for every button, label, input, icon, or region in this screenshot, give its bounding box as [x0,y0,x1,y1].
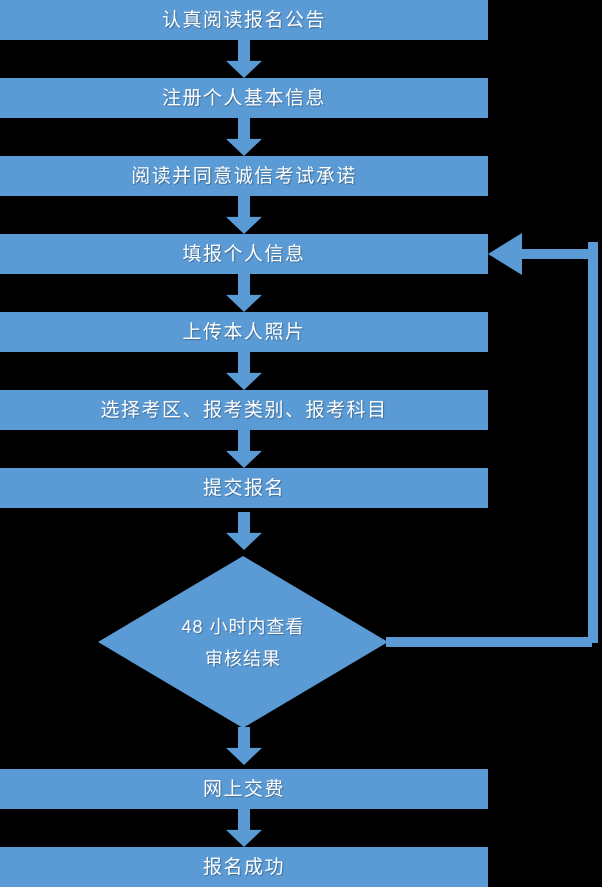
flow-node-submit-application[interactable]: 提交报名 [0,468,488,508]
flow-node-label: 认真阅读报名公告 [161,9,326,31]
arrow-down-icon-7 [226,512,262,550]
arrow-down-icon-9 [226,809,262,847]
arrow-down-icon-8 [226,727,262,765]
flow-node-label-line1: 48 小时内查看 [181,617,305,637]
feedback-loop-top-segment [506,249,592,259]
feedback-loop-bottom-segment [386,637,592,647]
feedback-loop-vertical-segment [588,242,598,643]
arrow-down-icon-3 [226,196,262,234]
flow-node-read-announcement[interactable]: 认真阅读报名公告 [0,0,488,40]
flow-node-label-group: 48 小时内查看 审核结果 [98,556,388,728]
arrow-down-icon-2 [226,118,262,156]
flow-node-label: 填报个人信息 [182,243,306,265]
flow-node-label: 阅读并同意诚信考试承诺 [131,165,357,187]
flow-node-accept-integrity-pledge[interactable]: 阅读并同意诚信考试承诺 [0,156,488,196]
flow-node-register-basic-info[interactable]: 注册个人基本信息 [0,78,488,118]
flow-node-label: 提交报名 [202,477,285,499]
flow-node-select-exam-options[interactable]: 选择考区、报考类别、报考科目 [0,390,488,430]
flow-node-label: 上传本人照片 [182,321,306,343]
flow-node-online-payment[interactable]: 网上交费 [0,769,488,809]
flow-node-label-line2: 审核结果 [205,649,281,669]
flow-node-upload-photo[interactable]: 上传本人照片 [0,312,488,352]
arrow-down-icon-4 [226,274,262,312]
arrow-down-icon-6 [226,430,262,468]
flow-node-fill-personal-info[interactable]: 填报个人信息 [0,234,488,274]
arrow-down-icon-5 [226,352,262,390]
flow-node-registration-success[interactable]: 报名成功 [0,847,488,887]
flow-node-review-result-decision[interactable]: 48 小时内查看 审核结果 [98,556,388,728]
flow-node-label: 注册个人基本信息 [161,87,326,109]
arrow-left-icon [488,233,522,275]
flow-node-label: 报名成功 [202,856,285,878]
flow-node-label: 选择考区、报考类别、报考科目 [100,399,388,421]
flow-node-label: 网上交费 [202,778,285,800]
arrow-down-icon-1 [226,40,262,78]
